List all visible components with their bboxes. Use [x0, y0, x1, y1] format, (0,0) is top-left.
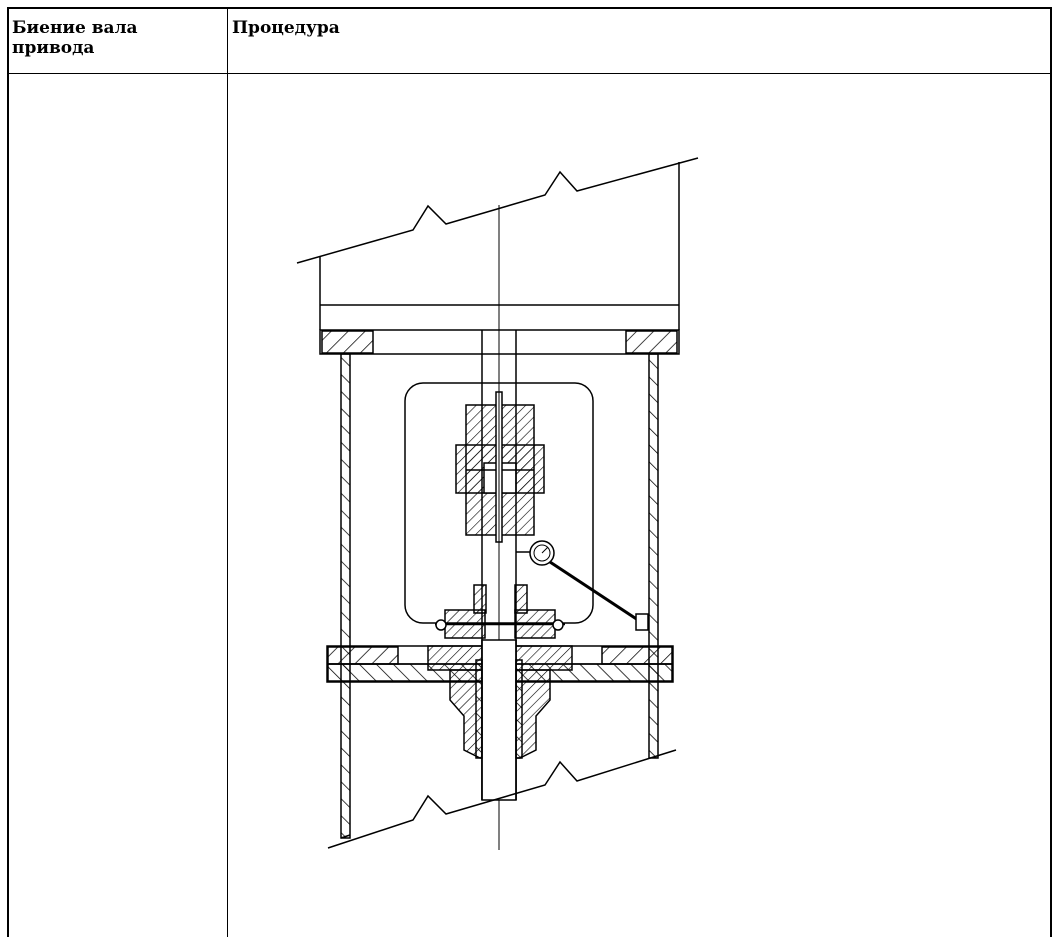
shaft-runout-drawing-icon [296, 157, 699, 850]
table-column-divider [227, 7, 228, 937]
table-right-border [1050, 7, 1052, 937]
table-top-border [7, 7, 1052, 9]
column-header-procedure: Процедура [232, 18, 340, 38]
table-left-border [7, 7, 9, 937]
column-header-shaft-runout: Биение вала привода [12, 18, 138, 58]
table-header-divider [7, 73, 1052, 74]
